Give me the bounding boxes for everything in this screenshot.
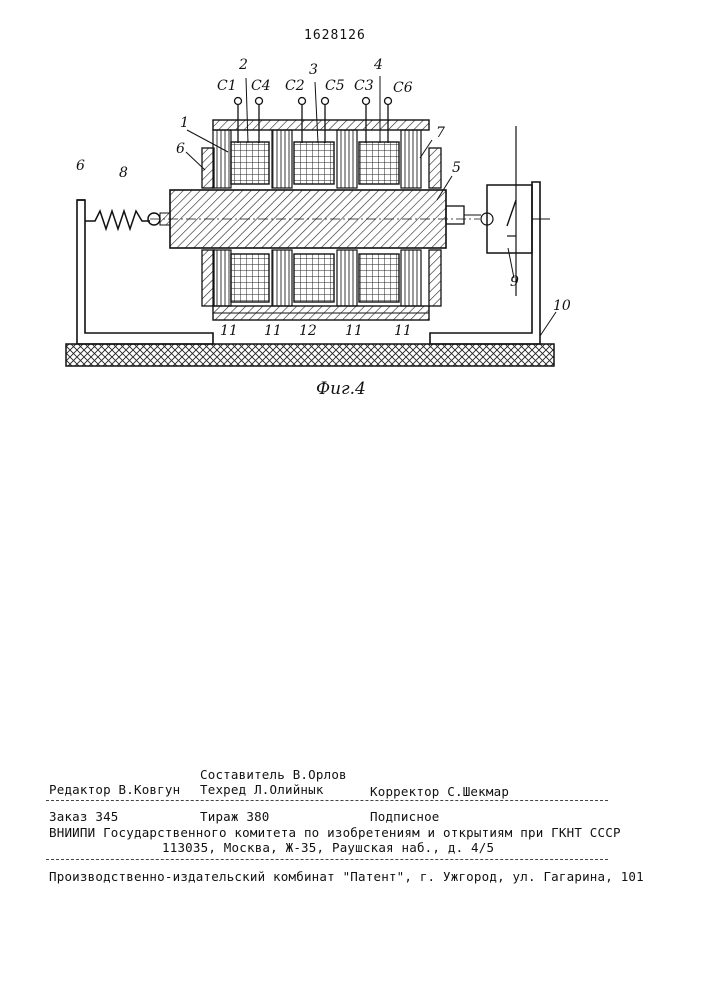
housing-top — [213, 120, 429, 130]
label-6-housing: 6 — [176, 141, 185, 157]
address-line: 113035, Москва, Ж-35, Раушская наб., д. … — [162, 840, 494, 855]
base-plate — [66, 344, 554, 366]
circulation-line: Тираж 380 — [200, 809, 270, 824]
label-c4: С4 — [251, 78, 271, 94]
divider-2 — [46, 859, 608, 860]
corrector-line: Корректор С.Шекмар — [370, 784, 509, 799]
label-c5: С5 — [325, 78, 345, 94]
label-10: 10 — [553, 298, 571, 314]
label-3: 3 — [309, 62, 318, 78]
left-flange — [202, 148, 214, 188]
coils-bottom — [231, 254, 399, 302]
label-4: 4 — [374, 57, 383, 73]
label-12: 12 — [299, 323, 317, 339]
compiler-line: Составитель В.Орлов — [200, 767, 347, 782]
label-5: 5 — [452, 160, 461, 176]
subscription-line: Подписное — [370, 809, 440, 824]
label-11-c: 11 — [345, 323, 363, 339]
label-9: 9 — [510, 274, 519, 290]
label-1: 1 — [180, 115, 189, 131]
label-11-a: 11 — [220, 323, 238, 339]
shaft-tip — [446, 206, 464, 224]
label-2: 2 — [239, 57, 248, 73]
institute-line: ВНИИПИ Государственного комитета по изоб… — [49, 825, 621, 840]
label-11-b: 11 — [264, 323, 282, 339]
divider-1 — [46, 800, 608, 801]
label-7: 7 — [436, 125, 445, 141]
order-line: Заказ 345 — [49, 809, 119, 824]
label-c6: С6 — [393, 80, 413, 96]
spring — [85, 211, 150, 229]
editor-line: Редактор В.Ковгун — [49, 782, 180, 797]
figure-caption: Фиг.4 — [316, 379, 366, 399]
coils-top — [231, 142, 399, 184]
label-11-d: 11 — [394, 323, 412, 339]
printer-line: Производственно-издательский комбинат "П… — [49, 869, 644, 884]
right-flange — [429, 148, 441, 188]
label-c2: С2 — [285, 78, 305, 94]
techred-line: Техред Л.Олийнык — [200, 782, 324, 797]
label-c3: С3 — [354, 78, 374, 94]
label-6-bracket: 6 — [76, 158, 85, 174]
technical-drawing — [0, 0, 707, 420]
label-c1: С1 — [217, 78, 237, 94]
label-8: 8 — [119, 165, 128, 181]
